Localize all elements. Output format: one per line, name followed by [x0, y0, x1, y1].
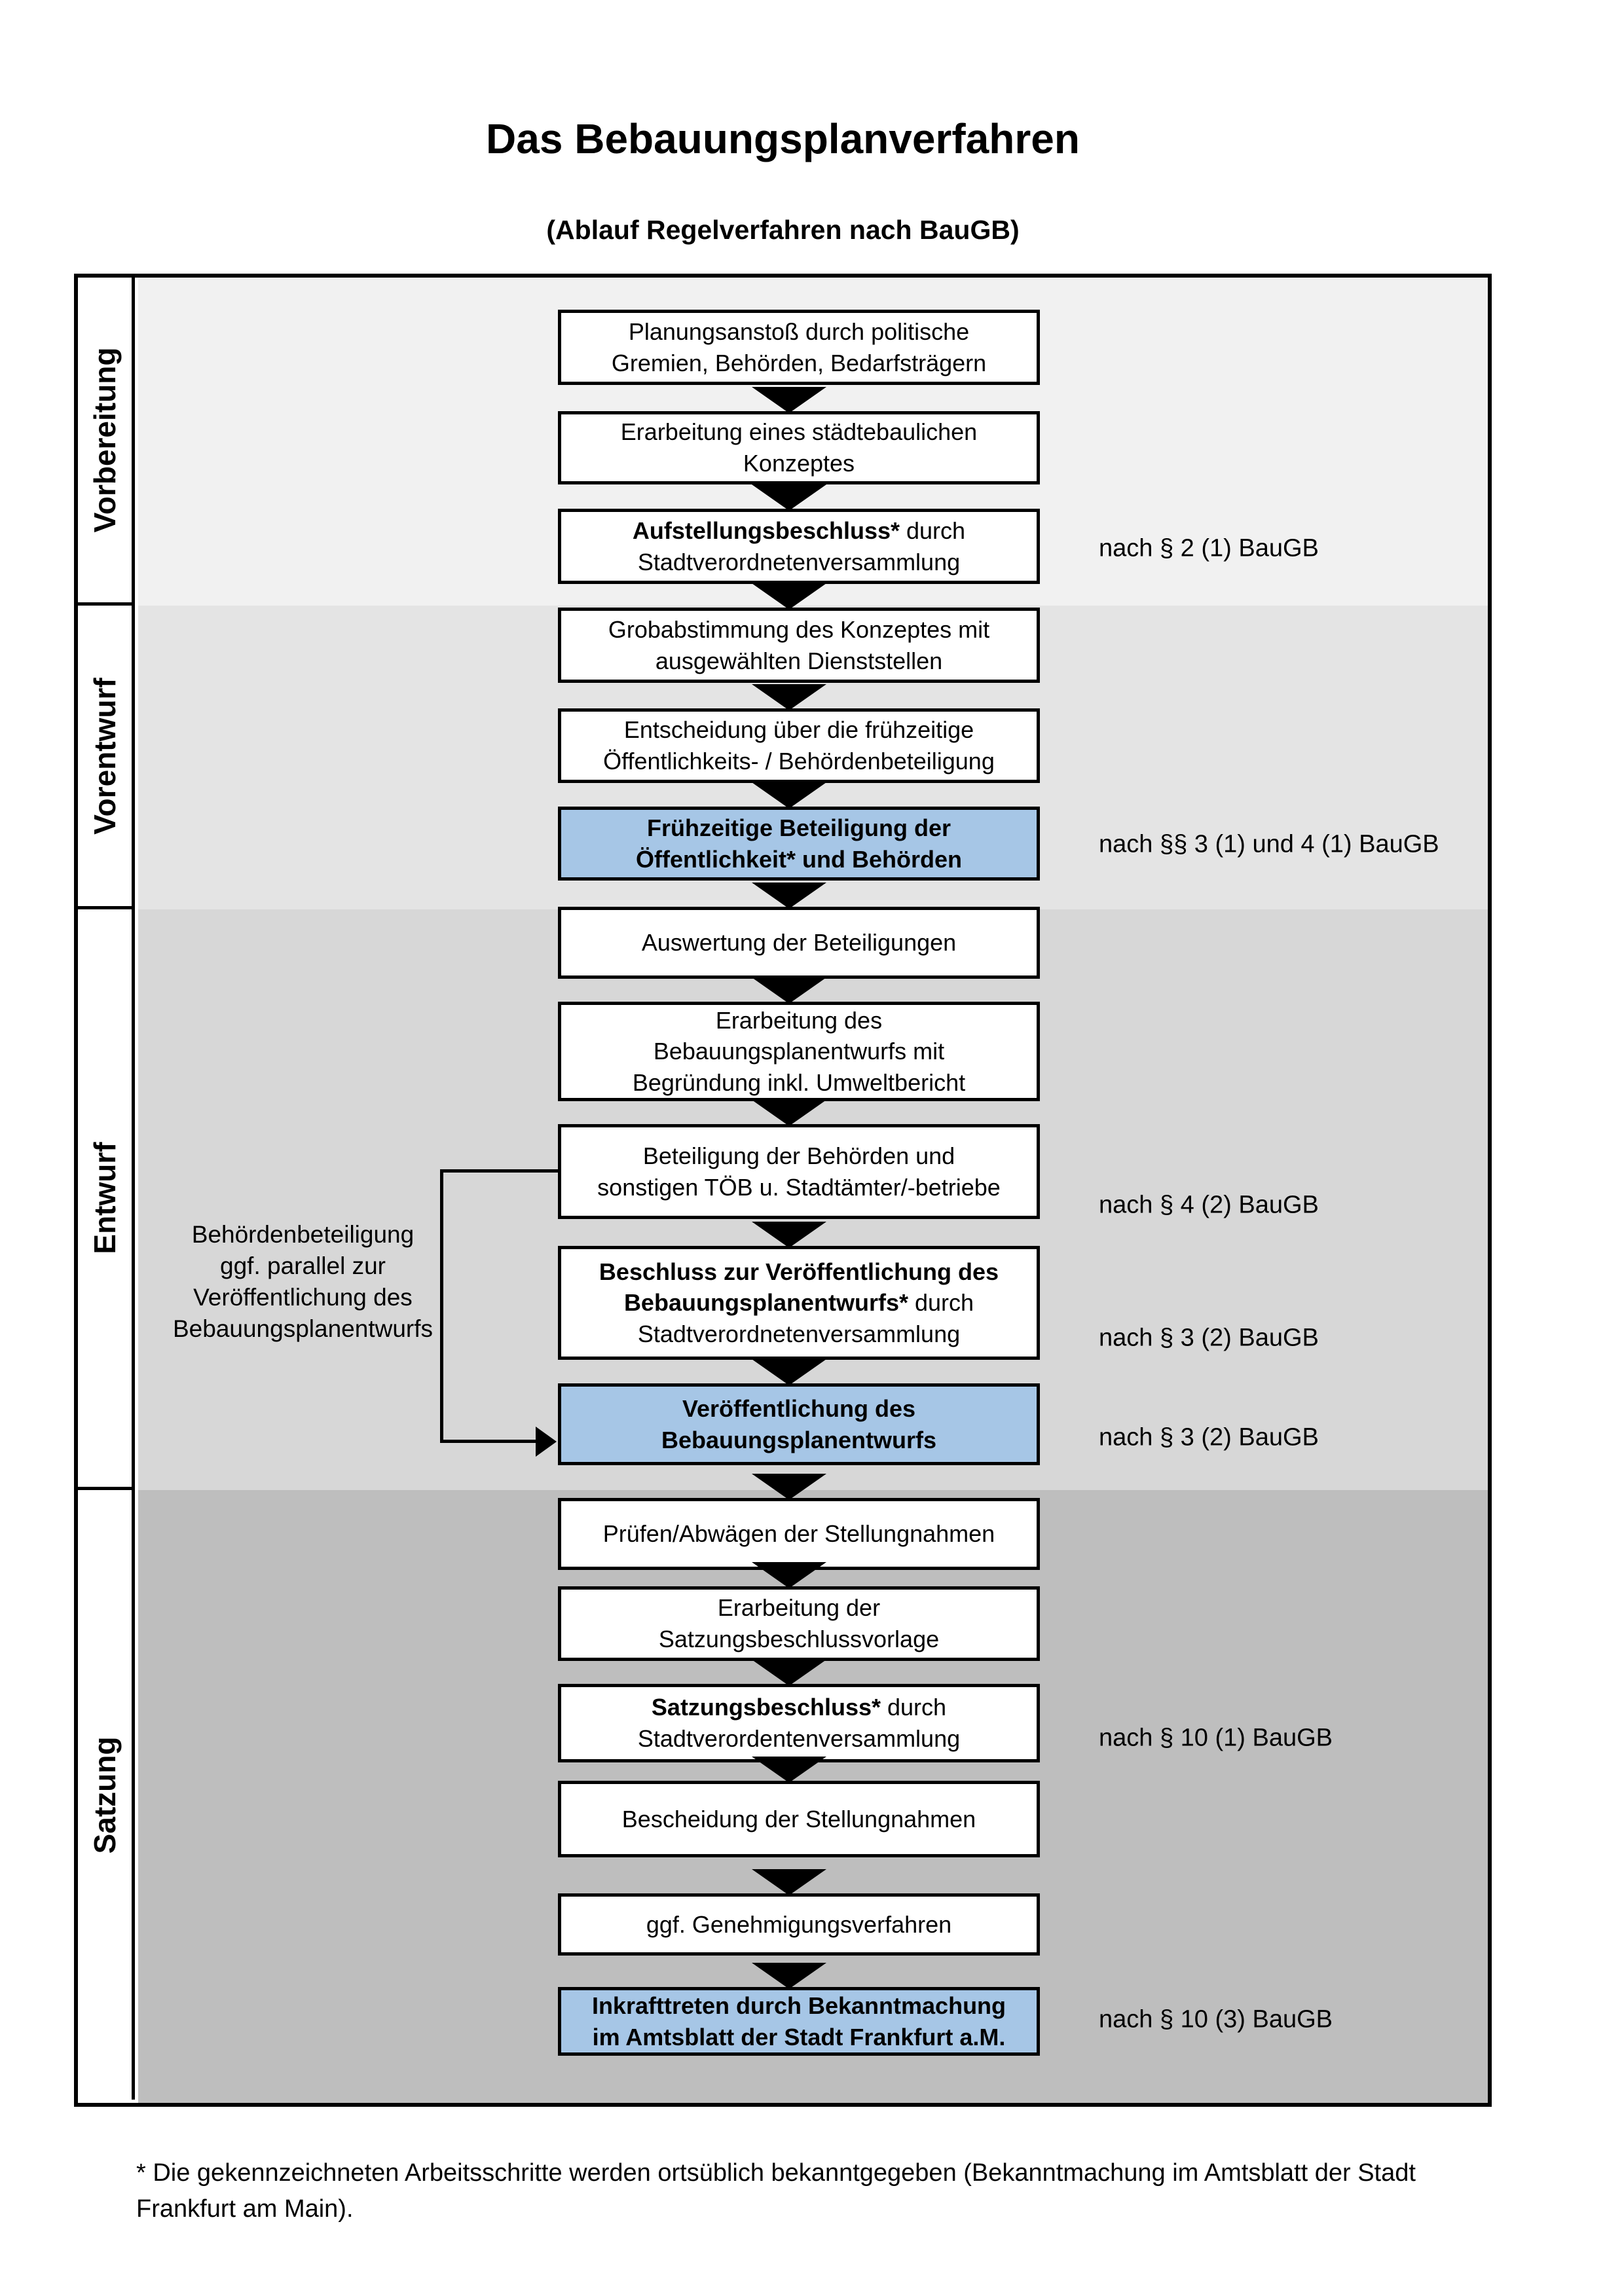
lawref-behoerden-beteiligung: nach § 4 (2) BauGB [1099, 1191, 1319, 1219]
flow-arrow-down-icon [752, 387, 826, 413]
step-fruehzeitige-beteiligung: Frühzeitige Beteiligung der Öffentlichke… [558, 807, 1040, 881]
step-planungsanstoss: Planungsanstoß durch politische Gremien,… [558, 310, 1040, 385]
flow-arrow-down-icon [752, 1359, 826, 1385]
step-aufstellungsbeschluss: Aufstellungsbeschluss* durch Stadtverord… [558, 509, 1040, 584]
side-note-parallel: Behördenbeteiligung ggf. parallel zur Ve… [172, 1221, 433, 1343]
step-behoerden-beteiligung: Beteiligung der Behörden und sonstigen T… [558, 1124, 1040, 1219]
connector-top-line [440, 1169, 558, 1173]
flow-arrow-down-icon [752, 1222, 826, 1248]
lawref-satzungsbeschluss: nach § 10 (1) BauGB [1099, 1724, 1333, 1752]
phase-cell-vorbereitung: Vorbereitung [78, 278, 135, 606]
lawref-inkrafttreten: nach § 10 (3) BauGB [1099, 2005, 1333, 2033]
flow-arrow-down-icon [752, 977, 826, 1004]
step-auswertung: Auswertung der Beteiligungen [558, 907, 1040, 979]
flow-arrow-down-icon [752, 782, 826, 809]
lawref-veroeffentlichung: nach § 3 (2) BauGB [1099, 1423, 1319, 1451]
step-entwurf-erarbeitung: Erarbeitung des Bebauungsplanentwurfs mi… [558, 1002, 1040, 1101]
connector-vertical-line [440, 1169, 443, 1443]
page-subtitle: (Ablauf Regelverfahren nach BauGB) [546, 215, 1020, 245]
flow-arrow-down-icon [752, 1100, 826, 1126]
flow-arrow-down-icon [752, 484, 826, 511]
phase-label-vorentwurf: Vorentwurf [88, 677, 122, 835]
step-veroeffentlichung-entwurf: Veröffentlichung des Bebauungsplanentwur… [558, 1383, 1040, 1465]
phase-cell-vorentwurf: Vorentwurf [78, 606, 135, 909]
lawref-beschluss-veroeffentlichung: nach § 3 (2) BauGB [1099, 1324, 1319, 1352]
flow-arrow-down-icon [752, 583, 826, 610]
step-genehmigungsverfahren: ggf. Genehmigungsverfahren [558, 1893, 1040, 1956]
lawref-aufstellungsbeschluss: nach § 2 (1) BauGB [1099, 534, 1319, 562]
flow-arrow-down-icon [752, 883, 826, 909]
step-konzept-erarbeitung: Erarbeitung eines städtebaulichen Konzep… [558, 411, 1040, 484]
step-satzungsvorlage: Erarbeitung der Satzungsbeschlussvorlage [558, 1586, 1040, 1661]
footnote: * Die gekennzeichneten Arbeitsschritte w… [136, 2159, 1416, 2223]
flow-arrow-down-icon [752, 1757, 826, 1783]
flow-arrow-down-icon [752, 1869, 826, 1895]
step-text: Inkrafttreten durch Bekanntmachung im Am… [591, 1992, 1006, 2050]
phase-label-entwurf: Entwurf [88, 1142, 122, 1254]
step-grobabstimmung: Grobabstimmung des Konzeptes mit ausgewä… [558, 608, 1040, 683]
phase-label-column: Vorbereitung Vorentwurf Entwurf Satzung [78, 278, 138, 2103]
flow-arrow-down-icon [752, 1562, 826, 1588]
step-text: Aufstellungsbeschluss* durch Stadtverord… [632, 517, 966, 575]
page-title: Das Bebauungsplanverfahren [486, 115, 1080, 162]
lawref-fruehzeitige-beteiligung: nach §§ 3 (1) und 4 (1) BauGB [1099, 830, 1439, 858]
step-pruefen-abwaegen: Prüfen/Abwägen der Stellungnahmen [558, 1498, 1040, 1570]
step-text: Satzungsbeschluss* durch Stadtverordente… [637, 1694, 961, 1752]
flow-arrow-down-icon [752, 1474, 826, 1500]
step-inkrafttreten: Inkrafttreten durch Bekanntmachung im Am… [558, 1987, 1040, 2056]
flow-arrow-down-icon [752, 684, 826, 710]
flow-arrow-down-icon [752, 1963, 826, 1989]
connector-bottom-line [440, 1440, 537, 1443]
connector-arrow-right-icon [536, 1427, 557, 1457]
flow-arrow-down-icon [752, 1660, 826, 1686]
step-text: Beschluss zur Veröffentlichung des Bebau… [599, 1258, 999, 1347]
phase-cell-satzung: Satzung [78, 1490, 135, 2100]
phase-label-vorbereitung: Vorbereitung [88, 347, 122, 533]
phase-cell-entwurf: Entwurf [78, 909, 135, 1490]
step-entscheidung-beteiligung: Entscheidung über die frühzeitige Öffent… [558, 708, 1040, 783]
step-bescheidung: Bescheidung der Stellungnahmen [558, 1781, 1040, 1857]
step-beschluss-veroeffentlichung: Beschluss zur Veröffentlichung des Bebau… [558, 1246, 1040, 1360]
phase-label-satzung: Satzung [88, 1736, 122, 1853]
step-satzungsbeschluss: Satzungsbeschluss* durch Stadtverordente… [558, 1684, 1040, 1762]
